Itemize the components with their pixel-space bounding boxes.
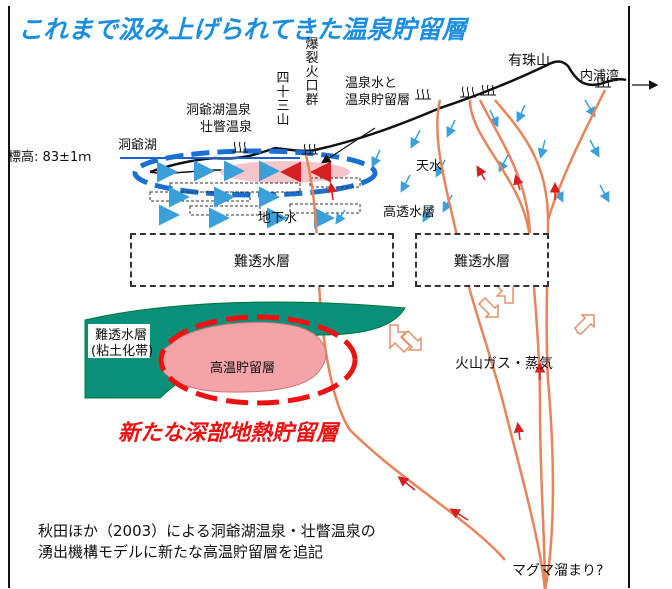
label-explosion-craters: 爆裂火口群 bbox=[305, 37, 319, 108]
reservoir-pointer bbox=[320, 127, 376, 164]
groundwater-arrows bbox=[157, 160, 335, 229]
hotspring-symbols bbox=[232, 76, 611, 155]
impermeable-label-right: 難透水層 bbox=[454, 254, 510, 270]
clay-label-bg bbox=[88, 324, 150, 358]
label-high-permeability: 高透水層 bbox=[383, 205, 436, 220]
label-yonjusan: 四十三山 bbox=[276, 71, 290, 128]
label-clay-2: (粘土化帯) bbox=[91, 344, 154, 359]
shallow-reservoir-fill bbox=[220, 161, 350, 183]
label-volcanic-gas: 火山ガス・蒸気 bbox=[455, 356, 553, 372]
label-uchiura-bay: 内浦湾 bbox=[580, 69, 620, 84]
caption-line-1: 秋田ほか（2003）による洞爺湖温泉・壮瞥温泉の bbox=[38, 522, 376, 540]
label-magma: マグマ溜まり? bbox=[512, 563, 604, 579]
label-sobetsu-onsen: 壮瞥温泉 bbox=[200, 120, 253, 135]
caption-line-2: 湧出機構モデルに新たな高温貯留層を追記 bbox=[38, 543, 324, 561]
label-new-reservoir: 新たな深部地熱貯留層 bbox=[118, 421, 339, 446]
stratum-5 bbox=[309, 177, 361, 188]
stratum-3 bbox=[189, 205, 261, 216]
label-clay-1: 難透水層 bbox=[95, 328, 148, 343]
stratum-1 bbox=[169, 182, 301, 193]
impermeable-layer-left: 難透水層 bbox=[130, 233, 394, 287]
label-tensui: 天水 bbox=[416, 159, 443, 174]
rising-arrows bbox=[326, 165, 561, 521]
label-hot-reservoir: 高温貯留層 bbox=[210, 361, 276, 376]
impermeable-layer-right: 難透水層 bbox=[415, 233, 549, 287]
label-toyako-onsen: 洞爺湖温泉 bbox=[186, 103, 252, 118]
label-elevation: 標高: 83±1ｍ bbox=[8, 150, 92, 165]
rainwater-arrows bbox=[335, 99, 610, 225]
caption: 秋田ほか（2003）による洞爺湖温泉・壮瞥温泉の 湧出機構モデルに新たな高温貯留… bbox=[38, 521, 376, 563]
label-onsen-reservoir: 温泉貯留層 bbox=[345, 93, 411, 108]
diagram-title: これまで汲み上げられてきた温泉貯留層 bbox=[18, 15, 467, 44]
label-onsensui: 温泉水と bbox=[345, 76, 398, 91]
impermeable-label-left: 難透水層 bbox=[234, 254, 290, 270]
new-reservoir-outline bbox=[158, 314, 358, 406]
label-toyako: 洞爺湖 bbox=[118, 138, 158, 153]
diagram-frame bbox=[8, 6, 630, 588]
stratum-2 bbox=[149, 191, 251, 202]
volcanic-conduits bbox=[304, 89, 607, 589]
label-chikasui: 地下水 bbox=[258, 211, 298, 226]
label-usuzan: 有珠山 bbox=[508, 53, 550, 69]
stratum-4 bbox=[289, 203, 361, 214]
gas-arrows bbox=[389, 274, 595, 354]
current-reservoir-outline bbox=[132, 148, 378, 198]
